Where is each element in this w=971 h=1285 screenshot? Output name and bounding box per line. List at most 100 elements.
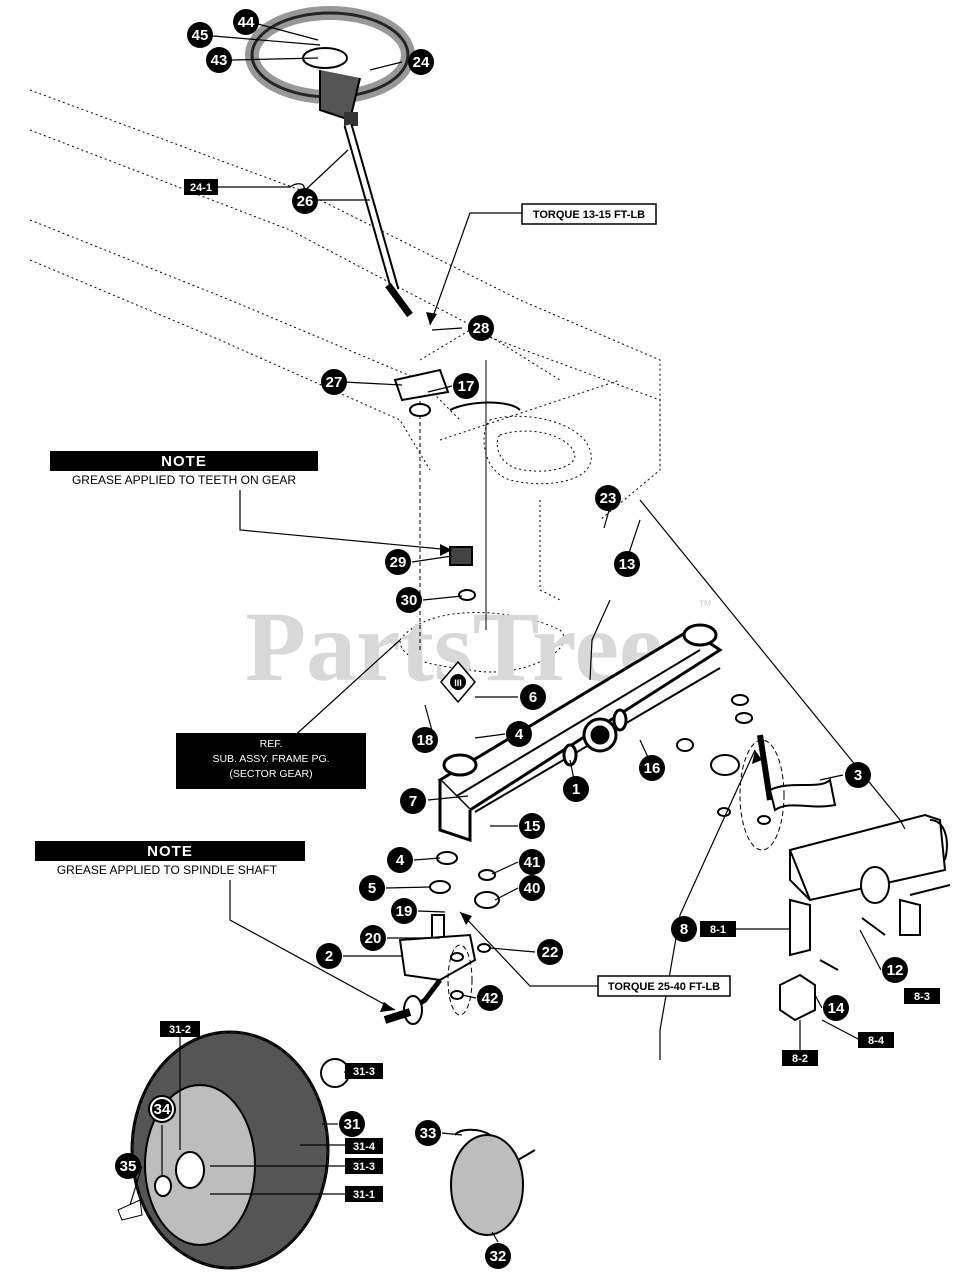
svg-text:24: 24 <box>413 54 430 71</box>
sub-tag-31-3-upper: 31-3 <box>345 1063 383 1079</box>
svg-text:6: 6 <box>529 689 537 706</box>
sub-tag-8-4: 8-4 <box>858 1032 894 1048</box>
callout-26: 26 <box>292 188 318 214</box>
callout-29: 29 <box>385 549 411 575</box>
arrow-heads <box>380 312 762 1012</box>
svg-text:4: 4 <box>396 852 405 869</box>
svg-text:29: 29 <box>390 554 407 571</box>
front-wheel <box>117 1030 350 1270</box>
callout-16: 16 <box>639 755 665 781</box>
sub-tag-8-2: 8-2 <box>782 1050 818 1066</box>
svg-text:26: 26 <box>297 193 314 210</box>
callout-30: 30 <box>396 587 422 613</box>
callout-4-lower: 4 <box>387 847 413 873</box>
svg-text:2: 2 <box>325 948 333 965</box>
torque-25-40-text: TORQUE 25-40 FT-LB <box>608 981 720 993</box>
callout-35: 35 <box>115 1153 141 1179</box>
svg-text:12: 12 <box>887 962 904 979</box>
sub-tag-31-3-lower: 31-3 <box>345 1158 383 1174</box>
leader-lines <box>129 23 906 1243</box>
callout-28: 28 <box>468 315 494 341</box>
note-grease-gear-text: GREASE APPLIED TO TEETH ON GEAR <box>72 473 296 487</box>
frame-outline <box>29 89 661 673</box>
svg-text:32: 32 <box>490 1248 507 1265</box>
front-axle <box>437 623 723 843</box>
svg-text:3: 3 <box>854 767 862 784</box>
svg-text:17: 17 <box>458 378 475 395</box>
sub-tag-24-1-text: 24-1 <box>190 182 212 194</box>
callout-43: 43 <box>206 47 232 73</box>
callout-20: 20 <box>360 925 386 951</box>
torque-13-15-text: TORQUE 13-15 FT-LB <box>533 209 645 221</box>
reference-line-2: SUB. ASSY. FRAME PG. <box>212 753 329 765</box>
svg-text:5: 5 <box>368 880 376 897</box>
callout-42: 42 <box>477 985 503 1011</box>
svg-text:34: 34 <box>154 1101 171 1118</box>
reference-line-3: (SECTOR GEAR) <box>229 768 312 780</box>
sub-tag-8-4-text: 8-4 <box>868 1035 885 1047</box>
note-grease-spindle-text: GREASE APPLIED TO SPINDLE SHAFT <box>57 863 278 877</box>
mounting-bracket <box>779 813 951 1022</box>
sub-tag-8-3-text: 8-3 <box>914 991 930 1003</box>
callout-13: 13 <box>614 551 640 577</box>
callout-8: 8 <box>671 916 697 942</box>
steering-wheel <box>245 6 415 126</box>
svg-text:44: 44 <box>238 14 255 31</box>
svg-text:13: 13 <box>619 556 636 573</box>
sub-tag-31-4: 31-4 <box>345 1138 383 1154</box>
callout-4-upper: 4 <box>506 721 532 747</box>
svg-text:7: 7 <box>409 793 417 810</box>
callout-27: 27 <box>321 369 347 395</box>
callout-7: 7 <box>400 788 426 814</box>
svg-text:28: 28 <box>473 320 490 337</box>
callout-2: 2 <box>316 943 342 969</box>
svg-text:16: 16 <box>644 760 661 777</box>
callout-45: 45 <box>187 22 213 48</box>
svg-text:22: 22 <box>542 944 559 961</box>
note-grease-gear: NOTE GREASE APPLIED TO TEETH ON GEAR <box>50 451 318 487</box>
callout-23: 23 <box>595 485 621 511</box>
svg-text:27: 27 <box>326 374 343 391</box>
reference-box: REF. SUB. ASSY. FRAME PG. (SECTOR GEAR) <box>176 733 366 789</box>
sub-tag-31-2-text: 31-2 <box>169 1024 191 1036</box>
callout-44: 44 <box>233 9 259 35</box>
callout-14: 14 <box>823 995 849 1021</box>
svg-text:8: 8 <box>680 921 688 938</box>
hub-cap <box>450 1128 536 1236</box>
svg-text:41: 41 <box>524 854 541 871</box>
reference-diamond: III <box>440 660 476 704</box>
svg-text:19: 19 <box>396 903 413 920</box>
sub-tag-8-2-text: 8-2 <box>792 1053 808 1065</box>
svg-text:31: 31 <box>344 1116 361 1133</box>
svg-text:42: 42 <box>482 990 499 1007</box>
note-grease-spindle: NOTE GREASE APPLIED TO SPINDLE SHAFT <box>35 841 305 877</box>
callout-5: 5 <box>359 875 385 901</box>
note-grease-gear-title: NOTE <box>161 453 207 470</box>
callout-3: 3 <box>845 762 871 788</box>
sub-tag-31-3-lower-text: 31-3 <box>353 1161 375 1173</box>
callout-31: 31 <box>339 1111 365 1137</box>
steering-shaft <box>343 123 487 650</box>
sector-bracket <box>393 368 521 417</box>
callout-6: 6 <box>520 684 546 710</box>
callouts: 44 45 43 24 26 28 27 17 29 30 23 13 6 4 … <box>115 9 908 1269</box>
svg-text:40: 40 <box>524 880 541 897</box>
callout-41: 41 <box>519 849 545 875</box>
svg-text:30: 30 <box>401 592 418 609</box>
torque-box-25-40: TORQUE 25-40 FT-LB <box>597 975 731 997</box>
note-grease-spindle-title: NOTE <box>147 843 193 860</box>
callout-32: 32 <box>485 1243 511 1269</box>
svg-text:20: 20 <box>365 930 382 947</box>
callout-24: 24 <box>408 49 434 75</box>
sub-tag-24-1: 24-1 <box>184 179 218 195</box>
svg-text:1: 1 <box>572 781 580 798</box>
svg-text:33: 33 <box>420 1125 437 1142</box>
callout-34: 34 <box>148 1095 176 1123</box>
sub-tag-8-1: 8-1 <box>700 921 736 937</box>
watermark-tm: ™ <box>698 597 712 613</box>
sub-tag-8-3: 8-3 <box>904 988 940 1004</box>
svg-text:43: 43 <box>211 52 228 69</box>
svg-text:15: 15 <box>524 818 541 835</box>
callout-19: 19 <box>391 898 417 924</box>
